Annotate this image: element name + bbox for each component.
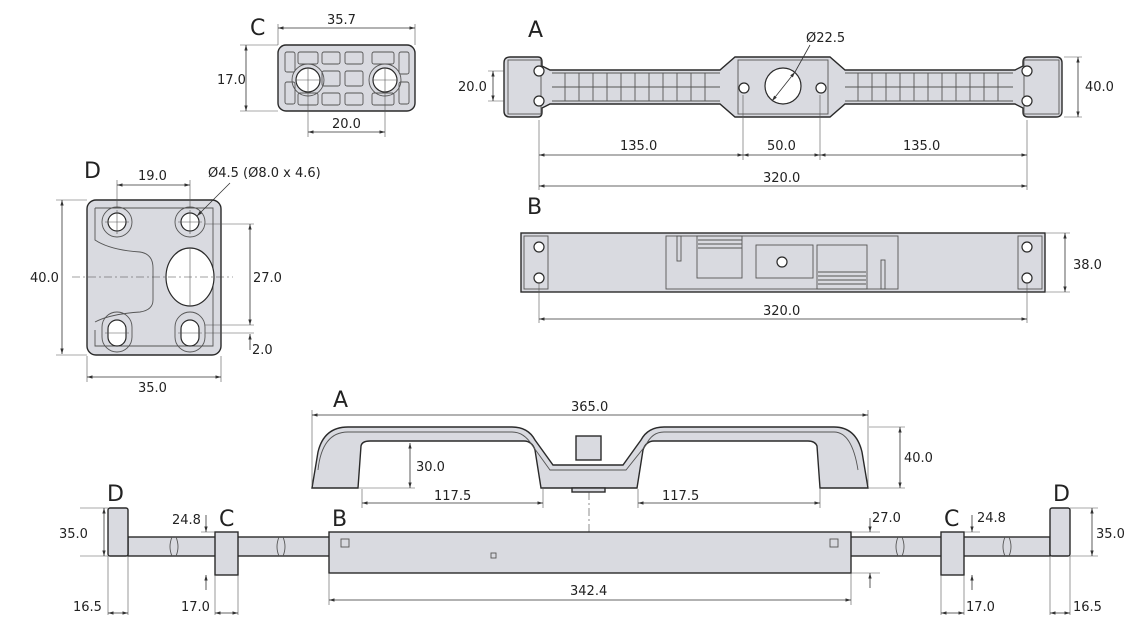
dim-a-left: 135.0 [620,139,657,154]
view-a-top: A Ø22.5 20.0 40.0 135.0 50.0 135.0 320.0 [458,18,1114,190]
dim-b-length: 342.4 [570,584,607,599]
label-a-side: A [333,388,348,413]
label-c-right: C [944,507,959,532]
dim-a-hole-spacing: 20.0 [458,80,487,95]
dim-a-height: 40.0 [1085,80,1114,95]
dim-d-width-left: 16.5 [73,600,102,615]
label-c: C [250,16,265,41]
view-d-top: D 19.0 Ø4.5 (Ø8.0 x 4.6) 40.0 27.0 2.0 3… [30,159,321,396]
assembly-view: D C B C D 35.0 24.8 27.0 24.8 35.0 16.5 … [59,482,1125,615]
dim-d-height-right: 35.0 [1096,527,1125,542]
label-c-left: C [219,507,234,532]
label-b-top: B [527,195,542,220]
dim-d-hole-vertical: 27.0 [253,271,282,286]
view-a-side: A 365.0 40.0 30.0 117.5 117.5 [311,388,933,532]
dim-a-total: 320.0 [763,171,800,186]
dim-b-height: 38.0 [1073,258,1102,273]
dim-a-bore: Ø22.5 [806,31,845,46]
dim-a-side-height: 40.0 [904,451,933,466]
label-d-left: D [107,482,124,507]
dim-c-offset-left: 24.8 [172,513,201,528]
view-b-top: B 38.0 320.0 [520,195,1102,323]
dim-c-width: 35.7 [327,13,356,28]
dim-b-total: 320.0 [763,304,800,319]
dim-a-center: 50.0 [767,139,796,154]
label-b-assembly: B [332,507,347,532]
dim-a-side-clearance: 30.0 [416,460,445,475]
label-d-right: D [1053,482,1070,507]
dim-c-width-right: 17.0 [966,600,995,615]
dim-d-height: 40.0 [30,271,59,286]
dim-a-side-length: 365.0 [571,400,608,415]
dim-d-width-right: 16.5 [1073,600,1102,615]
dim-b-offset: 27.0 [872,511,901,526]
label-a-top: A [528,18,543,43]
dim-d-hole-spacing: 19.0 [138,169,167,184]
dim-a-side-right-span: 117.5 [662,489,699,504]
dim-d-hole-note: Ø4.5 (Ø8.0 x 4.6) [208,166,321,181]
dim-c-width-left: 17.0 [181,600,210,615]
dim-d-height-left: 35.0 [59,527,88,542]
label-d: D [84,159,101,184]
dim-c-hole-spacing: 20.0 [332,117,361,132]
dim-a-side-left-span: 117.5 [434,489,471,504]
dim-d-offset: 2.0 [252,343,273,358]
dim-c-offset-right: 24.8 [977,511,1006,526]
dim-c-height: 17.0 [217,73,246,88]
view-c-top: C 35.7 17.0 20.0 [217,13,416,137]
dim-d-width: 35.0 [138,381,167,396]
dim-a-right: 135.0 [903,139,940,154]
